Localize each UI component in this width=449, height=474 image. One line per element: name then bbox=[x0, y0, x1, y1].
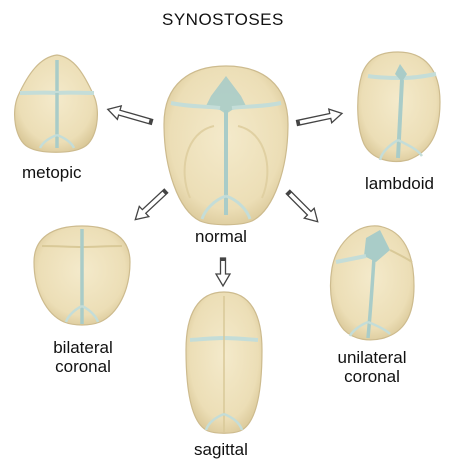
arrow-to-bilateral-coronal bbox=[134, 188, 169, 221]
label-normal: normal bbox=[195, 227, 247, 246]
skull-sagittal bbox=[185, 291, 263, 434]
label-sagittal: sagittal bbox=[194, 440, 248, 459]
skull-metopic bbox=[14, 54, 98, 153]
arrow-to-lambdoid bbox=[295, 108, 344, 127]
label-bilateral-line1: bilateral bbox=[53, 338, 113, 357]
skull-bilateral-coronal bbox=[33, 225, 131, 326]
label-bilateral-line2: coronal bbox=[55, 357, 111, 376]
skull-unilateral-coronal bbox=[329, 225, 415, 341]
label-unilateral-line2: coronal bbox=[344, 367, 400, 386]
arrow-to-metopic bbox=[106, 104, 154, 126]
diagram-title: SYNOSTOSES bbox=[162, 10, 284, 29]
label-unilateral-coronal: unilateral coronal bbox=[332, 348, 412, 386]
label-lambdoid: lambdoid bbox=[365, 174, 434, 193]
label-unilateral-line1: unilateral bbox=[337, 348, 407, 367]
label-bilateral-coronal: bilateral coronal bbox=[48, 338, 118, 376]
arrow-to-sagittal bbox=[214, 257, 232, 288]
arrow-to-unilateral-coronal bbox=[285, 189, 319, 223]
skull-lambdoid bbox=[357, 51, 441, 163]
label-metopic: metopic bbox=[22, 163, 82, 182]
skull-normal bbox=[163, 65, 289, 226]
